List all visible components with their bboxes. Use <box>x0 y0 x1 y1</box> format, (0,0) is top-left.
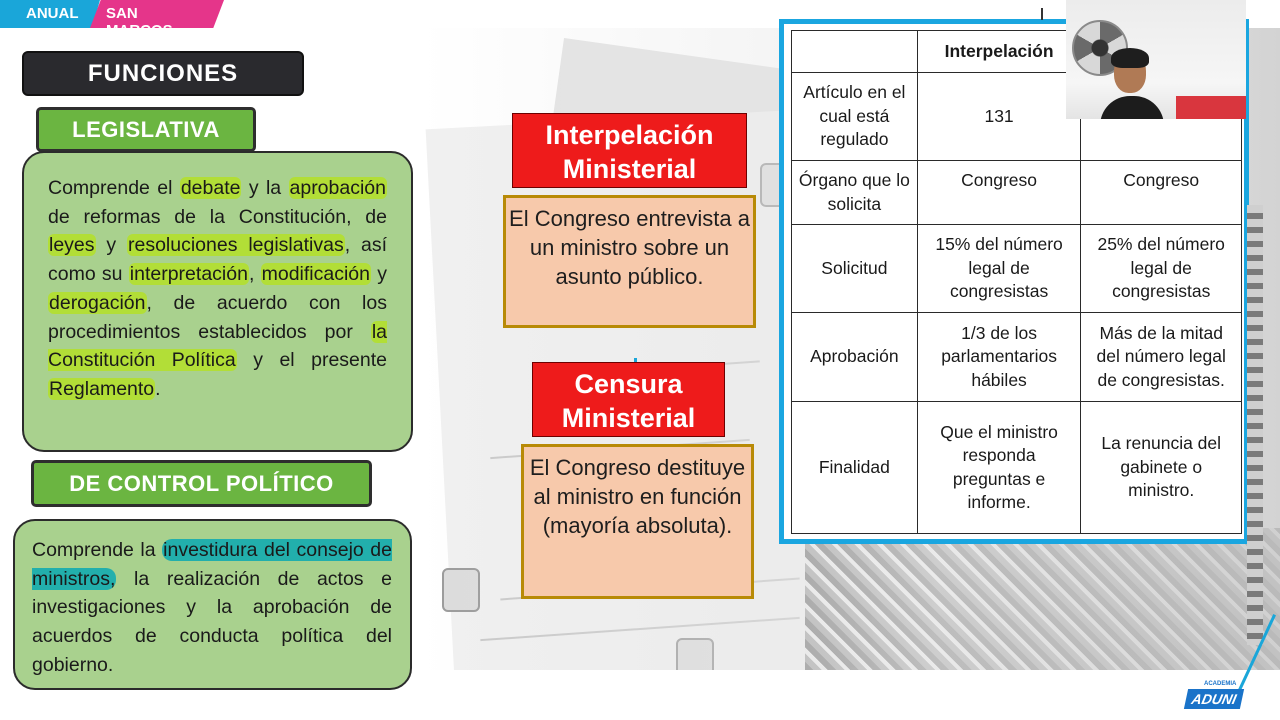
highlight-modificacion: modificación <box>260 263 371 286</box>
table-cell: Artículo en el cual está regulado <box>791 72 918 161</box>
table-row: Finalidad Que el ministro responda pregu… <box>791 401 1242 534</box>
text-span: y el presente <box>236 349 387 372</box>
table-cell: Solicitud <box>791 224 918 313</box>
censura-title-box: Censura Ministerial <box>532 362 725 437</box>
table-cell: Órgano que lo solicita <box>791 160 918 225</box>
text-span: y <box>95 234 127 257</box>
table-cell: Más de la mitad del número legal de cong… <box>1080 312 1242 402</box>
presenter-hair <box>1111 48 1149 68</box>
comparison-table-frame: Interpelación Artículo en el cual está r… <box>779 19 1249 544</box>
table-row: Órgano que lo solicita Congreso Congreso <box>791 160 1242 225</box>
interpelacion-title-box: Interpelación Ministerial <box>512 113 747 188</box>
control-politico-heading: DE CONTROL POLÍTICO <box>31 460 372 507</box>
table-cell: Que el ministro responda preguntas e inf… <box>916 401 1082 534</box>
course-badges: ANUAL SAN MARCOS <box>0 0 224 28</box>
webcam-overlay <box>1066 0 1246 119</box>
badge-anual: ANUAL <box>0 0 100 28</box>
banknote-edge-strip <box>1247 205 1263 645</box>
aduni-logo: ADUNI <box>1183 689 1245 709</box>
table-cell: Congreso <box>916 160 1082 225</box>
funciones-heading: FUNCIONES <box>22 51 304 96</box>
highlight-resoluciones: resoluciones legislativas <box>126 234 345 257</box>
table-cell: 1/3 de los parlamentarios hábiles <box>916 312 1082 402</box>
highlight-leyes: leyes <box>48 234 96 257</box>
header-cell: Interpelación <box>916 30 1082 73</box>
control-politico-description: Comprende la investidura del consejo de … <box>13 519 412 690</box>
header-cell <box>791 30 918 73</box>
table-cell: La renuncia del gabinete o ministro. <box>1080 401 1242 534</box>
censura-description-box: El Congreso destituye al ministro en fun… <box>521 444 754 599</box>
text-span: , así como su <box>48 234 387 286</box>
highlight-aprobacion: aprobación <box>288 177 387 199</box>
text-span: la realización de actos e investigacione… <box>32 567 392 676</box>
table-row: Aprobación 1/3 de los parlamentarios háb… <box>791 312 1242 402</box>
comparison-table: Interpelación Artículo en el cual está r… <box>791 30 1242 534</box>
highlight-interpretacion: interpretación <box>128 263 249 286</box>
logo-subtitle: ACADEMIA <box>1204 681 1237 687</box>
table-cell: Aprobación <box>791 312 918 402</box>
text-span: de reformas de la Constitución, de <box>48 205 387 228</box>
text-span: , <box>248 263 261 286</box>
badge-san-marcos: SAN MARCOS <box>90 0 224 28</box>
text-span: , de acuerdo con los procedimientos esta… <box>48 291 387 343</box>
table-cell: 15% del número legal de congresistas <box>916 224 1082 313</box>
highlight-reglamento: Reglamento <box>48 377 156 400</box>
highlight-debate: debate <box>179 177 242 199</box>
table-cell: Congreso <box>1080 160 1242 225</box>
background-shelf <box>1176 96 1246 119</box>
text-span: Comprende la <box>32 539 163 561</box>
presenter-body <box>1100 96 1164 119</box>
table-cell: 131 <box>916 72 1082 161</box>
legislativa-heading: LEGISLATIVA <box>36 107 256 152</box>
text-span: . <box>155 377 161 400</box>
text-span: Comprende el <box>48 177 180 199</box>
text-cursor <box>1041 8 1043 20</box>
legislativa-description: Comprende el debate y la aprobación de r… <box>22 151 413 452</box>
table-row: Solicitud 15% del número legal de congre… <box>791 224 1242 313</box>
table-cell: Finalidad <box>791 401 918 534</box>
text-span: y <box>371 263 387 286</box>
table-cell: 25% del número legal de congresistas <box>1080 224 1242 313</box>
interpelacion-description-box: El Congreso entrevista a un ministro sob… <box>503 195 756 328</box>
highlight-derogacion: derogación <box>48 291 147 314</box>
text-span: y la <box>241 177 289 199</box>
